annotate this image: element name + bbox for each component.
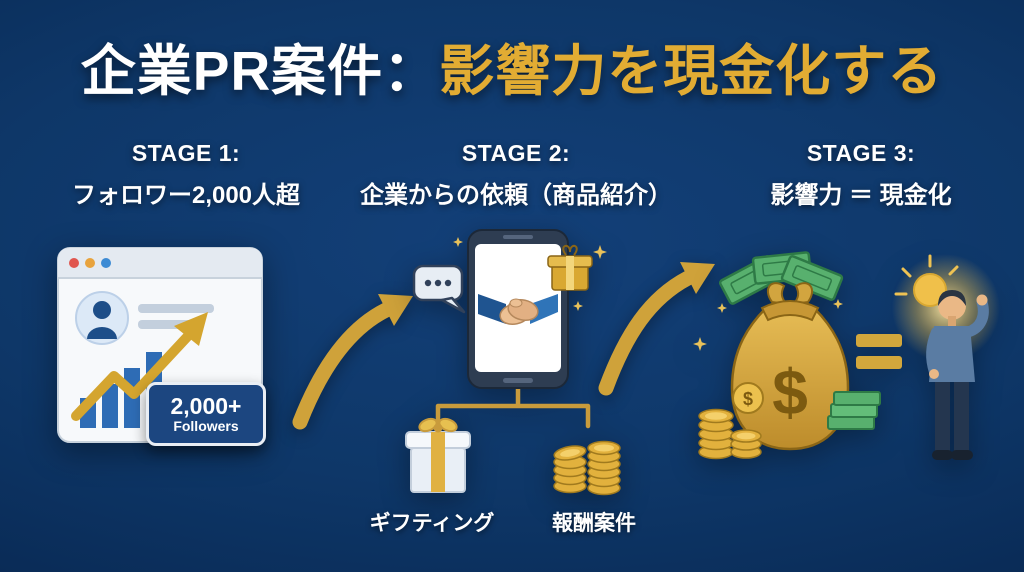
cash-bills-icon [718, 251, 844, 305]
coin-stack-icon [553, 440, 621, 496]
followers-count: 2,000+ [170, 392, 242, 419]
title-prefix: 企業PR案件： [80, 40, 440, 102]
window-control-dots-icon [69, 258, 111, 268]
bracket-connector [435, 385, 591, 429]
stage2-subtitle: 企業からの依頼（商品紹介） [360, 182, 672, 209]
handshake-icon [478, 294, 558, 326]
dollar-sign-on-bag: $ [772, 356, 808, 428]
title-highlight: 影響力を現金化する [439, 40, 944, 102]
curved-arrow-1-icon [292, 294, 413, 430]
followers-badge: 2,000+ Followers [146, 382, 266, 446]
equals-icon [856, 334, 902, 369]
curved-arrow-2-icon [598, 262, 715, 396]
sparkle-icon [693, 299, 843, 351]
bill-stack-icon [827, 391, 881, 430]
gift-icon [547, 244, 593, 291]
person-icon [926, 290, 989, 460]
gift-box-icon [405, 417, 471, 493]
stage2-illustration [405, 229, 621, 496]
chat-bubble-icon [412, 264, 466, 314]
branch-label-gifting: ギフティング [369, 512, 495, 535]
stage3-header: STAGE 3: 影響力 ＝ 現金化 [691, 140, 1024, 210]
browser-titlebar [58, 248, 262, 278]
stage2-header: STAGE 2: 企業からの依頼（商品紹介） [346, 140, 686, 210]
sparkle-icon [453, 237, 607, 311]
stage1-header: STAGE 1: フォロワー2,000人超 [16, 140, 356, 210]
stage3-label: STAGE 3: [806, 140, 916, 166]
growth-arrow-icon [71, 312, 208, 421]
stage1-subtitle: フォロワー2,000人超 [71, 182, 301, 209]
stage2-label: STAGE 2: [461, 140, 571, 166]
stage1-label: STAGE 1: [131, 140, 241, 166]
page-title: 企業PR案件：影響力を現金化する [0, 26, 1024, 106]
stage3-subtitle: 影響力 ＝ 現金化 [770, 182, 952, 209]
coin-pile-icon: $ [698, 382, 764, 460]
branch-label-paid-work: 報酬案件 [552, 512, 636, 535]
stage3-illustration: $ $ [693, 251, 1000, 460]
money-bag-icon: $ [730, 282, 850, 451]
profile-avatar-icon [75, 291, 129, 345]
browser-window-icon [57, 247, 263, 443]
dollar-sign-on-coin: $ [743, 389, 753, 409]
followers-caption: Followers [173, 418, 239, 435]
